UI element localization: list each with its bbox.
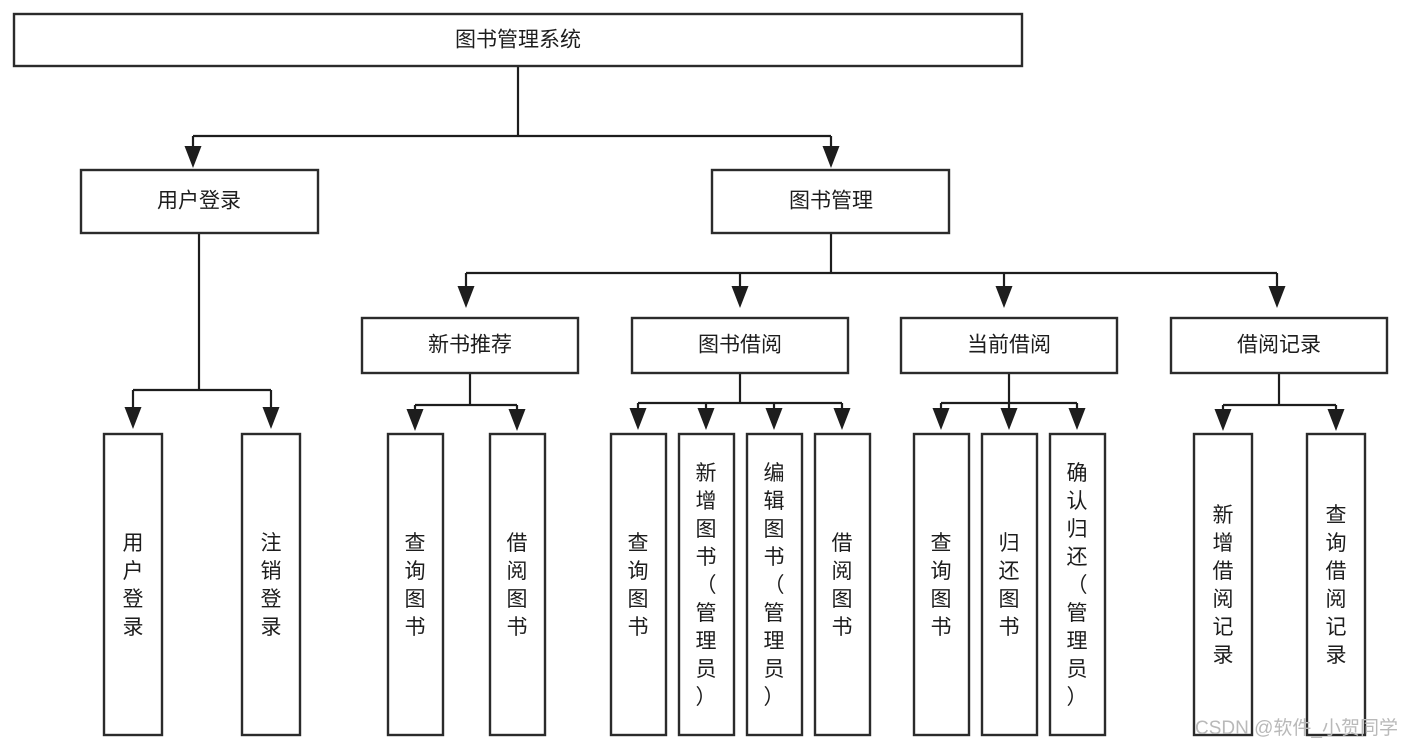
node-leaf-confirm-return-admin-label: 确认归还（管理员） — [1067, 462, 1088, 709]
node-leaf-return-book-label: 归还图书 — [999, 532, 1020, 639]
node-book-borrow-box[interactable] — [630, 316, 850, 375]
node-leaf-borrow-book-2-label: 借阅图书 — [832, 532, 853, 639]
node-book-management-label: 图书管理 — [789, 190, 873, 213]
node-user-login-box[interactable] — [79, 168, 320, 235]
node-new-book-recommend-label: 新书推荐 — [428, 334, 512, 357]
node-leaf-edit-book-admin[interactable]: 编辑图书（管理员） — [745, 432, 804, 737]
node-leaf-query-borrow-record-box[interactable] — [1305, 432, 1367, 737]
node-new-book-recommend[interactable]: 新书推荐 — [360, 316, 580, 375]
node-root-box[interactable] — [12, 12, 1024, 68]
node-leaf-return-book-box[interactable] — [980, 432, 1039, 737]
node-leaf-borrow-book-1[interactable]: 借阅图书 — [488, 432, 547, 737]
node-book-management-box[interactable] — [710, 168, 951, 235]
arrow-icon — [1000, 408, 1018, 430]
node-leaf-query-borrow-record[interactable]: 查询借阅记录 — [1305, 432, 1367, 737]
node-user-login-label: 用户登录 — [157, 190, 241, 213]
node-leaf-add-book-admin-box[interactable] — [677, 432, 736, 737]
node-leaf-query-book-2-label: 查询图书 — [628, 532, 649, 639]
arrow-icon — [833, 408, 851, 430]
node-leaf-query-book-1-box[interactable] — [386, 432, 445, 737]
node-book-borrow-label: 图书借阅 — [698, 334, 782, 357]
node-borrow-record[interactable]: 借阅记录 — [1169, 316, 1389, 375]
node-leaf-query-book-1-label: 查询图书 — [405, 532, 426, 639]
node-new-book-recommend-box[interactable] — [360, 316, 580, 375]
node-leaf-query-book-3-label: 查询图书 — [931, 532, 952, 639]
node-leaf-query-book-2[interactable]: 查询图书 — [609, 432, 668, 737]
connector-layer — [124, 66, 1345, 431]
node-leaf-add-borrow-record-label: 新增借阅记录 — [1213, 504, 1234, 667]
arrow-icon — [629, 408, 647, 430]
arrow-icon — [457, 286, 475, 308]
arrow-icon — [406, 409, 424, 431]
node-user-login[interactable]: 用户登录 — [79, 168, 320, 235]
node-leaf-user-login-box[interactable] — [102, 432, 164, 737]
node-leaf-user-login-label: 用户登录 — [123, 532, 144, 639]
node-leaf-logout-login-box[interactable] — [240, 432, 302, 737]
node-leaf-query-book-1[interactable]: 查询图书 — [386, 432, 445, 737]
node-current-borrow-label: 当前借阅 — [967, 334, 1051, 357]
node-leaf-confirm-return-admin-box[interactable] — [1048, 432, 1107, 737]
arrow-icon — [697, 408, 715, 430]
arrow-icon — [731, 286, 749, 308]
node-leaf-borrow-book-2[interactable]: 借阅图书 — [813, 432, 872, 737]
node-leaf-borrow-book-1-box[interactable] — [488, 432, 547, 737]
watermark-label: CSDN @软件_小贺同学 — [1195, 717, 1398, 739]
arrow-icon — [932, 408, 950, 430]
node-book-borrow[interactable]: 图书借阅 — [630, 316, 850, 375]
node-leaf-logout-login[interactable]: 注销登录 — [240, 432, 302, 737]
arrow-icon — [1327, 409, 1345, 431]
node-leaf-add-book-admin-label: 新增图书（管理员） — [696, 462, 717, 709]
node-leaf-user-login[interactable]: 用户登录 — [102, 432, 164, 737]
node-leaf-borrow-book-1-label: 借阅图书 — [507, 532, 528, 639]
node-borrow-record-label: 借阅记录 — [1237, 334, 1321, 357]
node-current-borrow-box[interactable] — [899, 316, 1119, 375]
arrow-icon — [995, 286, 1013, 308]
node-leaf-logout-login-label: 注销登录 — [261, 532, 282, 639]
node-leaf-add-borrow-record[interactable]: 新增借阅记录 — [1192, 432, 1254, 737]
arrow-icon — [1268, 286, 1286, 308]
arrow-icon — [508, 409, 526, 431]
node-root[interactable]: 图书管理系统 — [12, 12, 1024, 68]
arrow-icon — [1214, 409, 1232, 431]
arrow-icon — [184, 146, 202, 168]
node-leaf-add-book-admin[interactable]: 新增图书（管理员） — [677, 432, 736, 737]
node-borrow-record-box[interactable] — [1169, 316, 1389, 375]
node-book-management[interactable]: 图书管理 — [710, 168, 951, 235]
node-leaf-confirm-return-admin[interactable]: 确认归还（管理员） — [1048, 432, 1107, 737]
node-leaf-query-book-2-box[interactable] — [609, 432, 668, 737]
node-root-label: 图书管理系统 — [455, 29, 581, 52]
arrow-icon — [1068, 408, 1086, 430]
arrow-icon — [124, 407, 142, 429]
node-leaf-add-borrow-record-box[interactable] — [1192, 432, 1254, 737]
node-leaf-edit-book-admin-label: 编辑图书（管理员） — [764, 462, 785, 709]
node-leaf-query-borrow-record-label: 查询借阅记录 — [1326, 504, 1347, 667]
arrow-icon — [765, 408, 783, 430]
node-leaf-return-book[interactable]: 归还图书 — [980, 432, 1039, 737]
node-leaf-edit-book-admin-box[interactable] — [745, 432, 804, 737]
arrow-icon — [262, 407, 280, 429]
node-leaf-query-book-3[interactable]: 查询图书 — [912, 432, 971, 737]
node-leaf-query-book-3-box[interactable] — [912, 432, 971, 737]
node-current-borrow[interactable]: 当前借阅 — [899, 316, 1119, 375]
node-leaf-borrow-book-2-box[interactable] — [813, 432, 872, 737]
arrow-icon — [822, 146, 840, 168]
